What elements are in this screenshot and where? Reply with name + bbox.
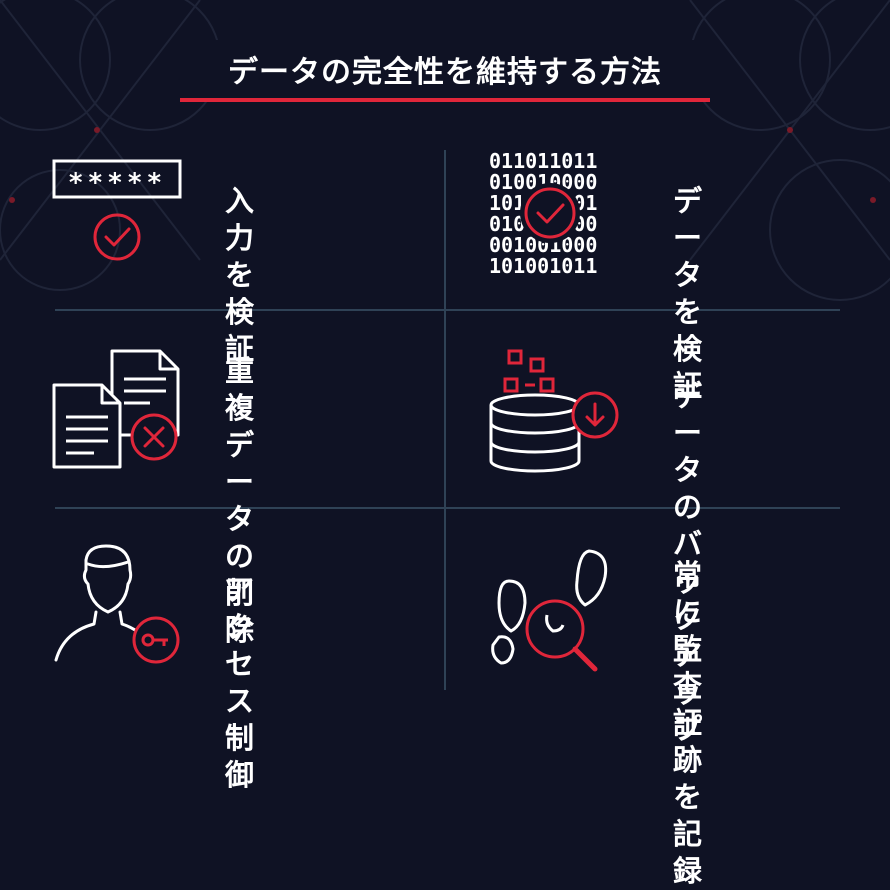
binary-data-check-icon: 011011011 010010000 101010101 010101100 … <box>489 149 597 278</box>
footprints-magnifier-icon <box>491 549 608 672</box>
item-label: データを 検証 <box>673 184 703 403</box>
database-backup-icon <box>489 349 619 473</box>
item-label: アクセス 制御 <box>225 573 255 792</box>
binary-row: 101001011 <box>489 254 597 278</box>
password-check-icon: ***** <box>52 159 182 261</box>
duplicate-documents-delete-icon <box>52 349 180 469</box>
item-label: 重複 データの 削除 <box>225 354 255 647</box>
password-mask-text: ***** <box>68 168 166 198</box>
title-underline <box>180 98 710 102</box>
binary-row: 011011011 <box>489 149 597 173</box>
item-label: 入力を 検証 <box>225 184 255 366</box>
page-title: データの完全性を維持する方法 <box>180 40 710 98</box>
item-label: 常に 監査証跡を 記録 <box>673 558 703 888</box>
user-key-icon <box>54 544 180 664</box>
grid-dividers <box>55 150 840 690</box>
